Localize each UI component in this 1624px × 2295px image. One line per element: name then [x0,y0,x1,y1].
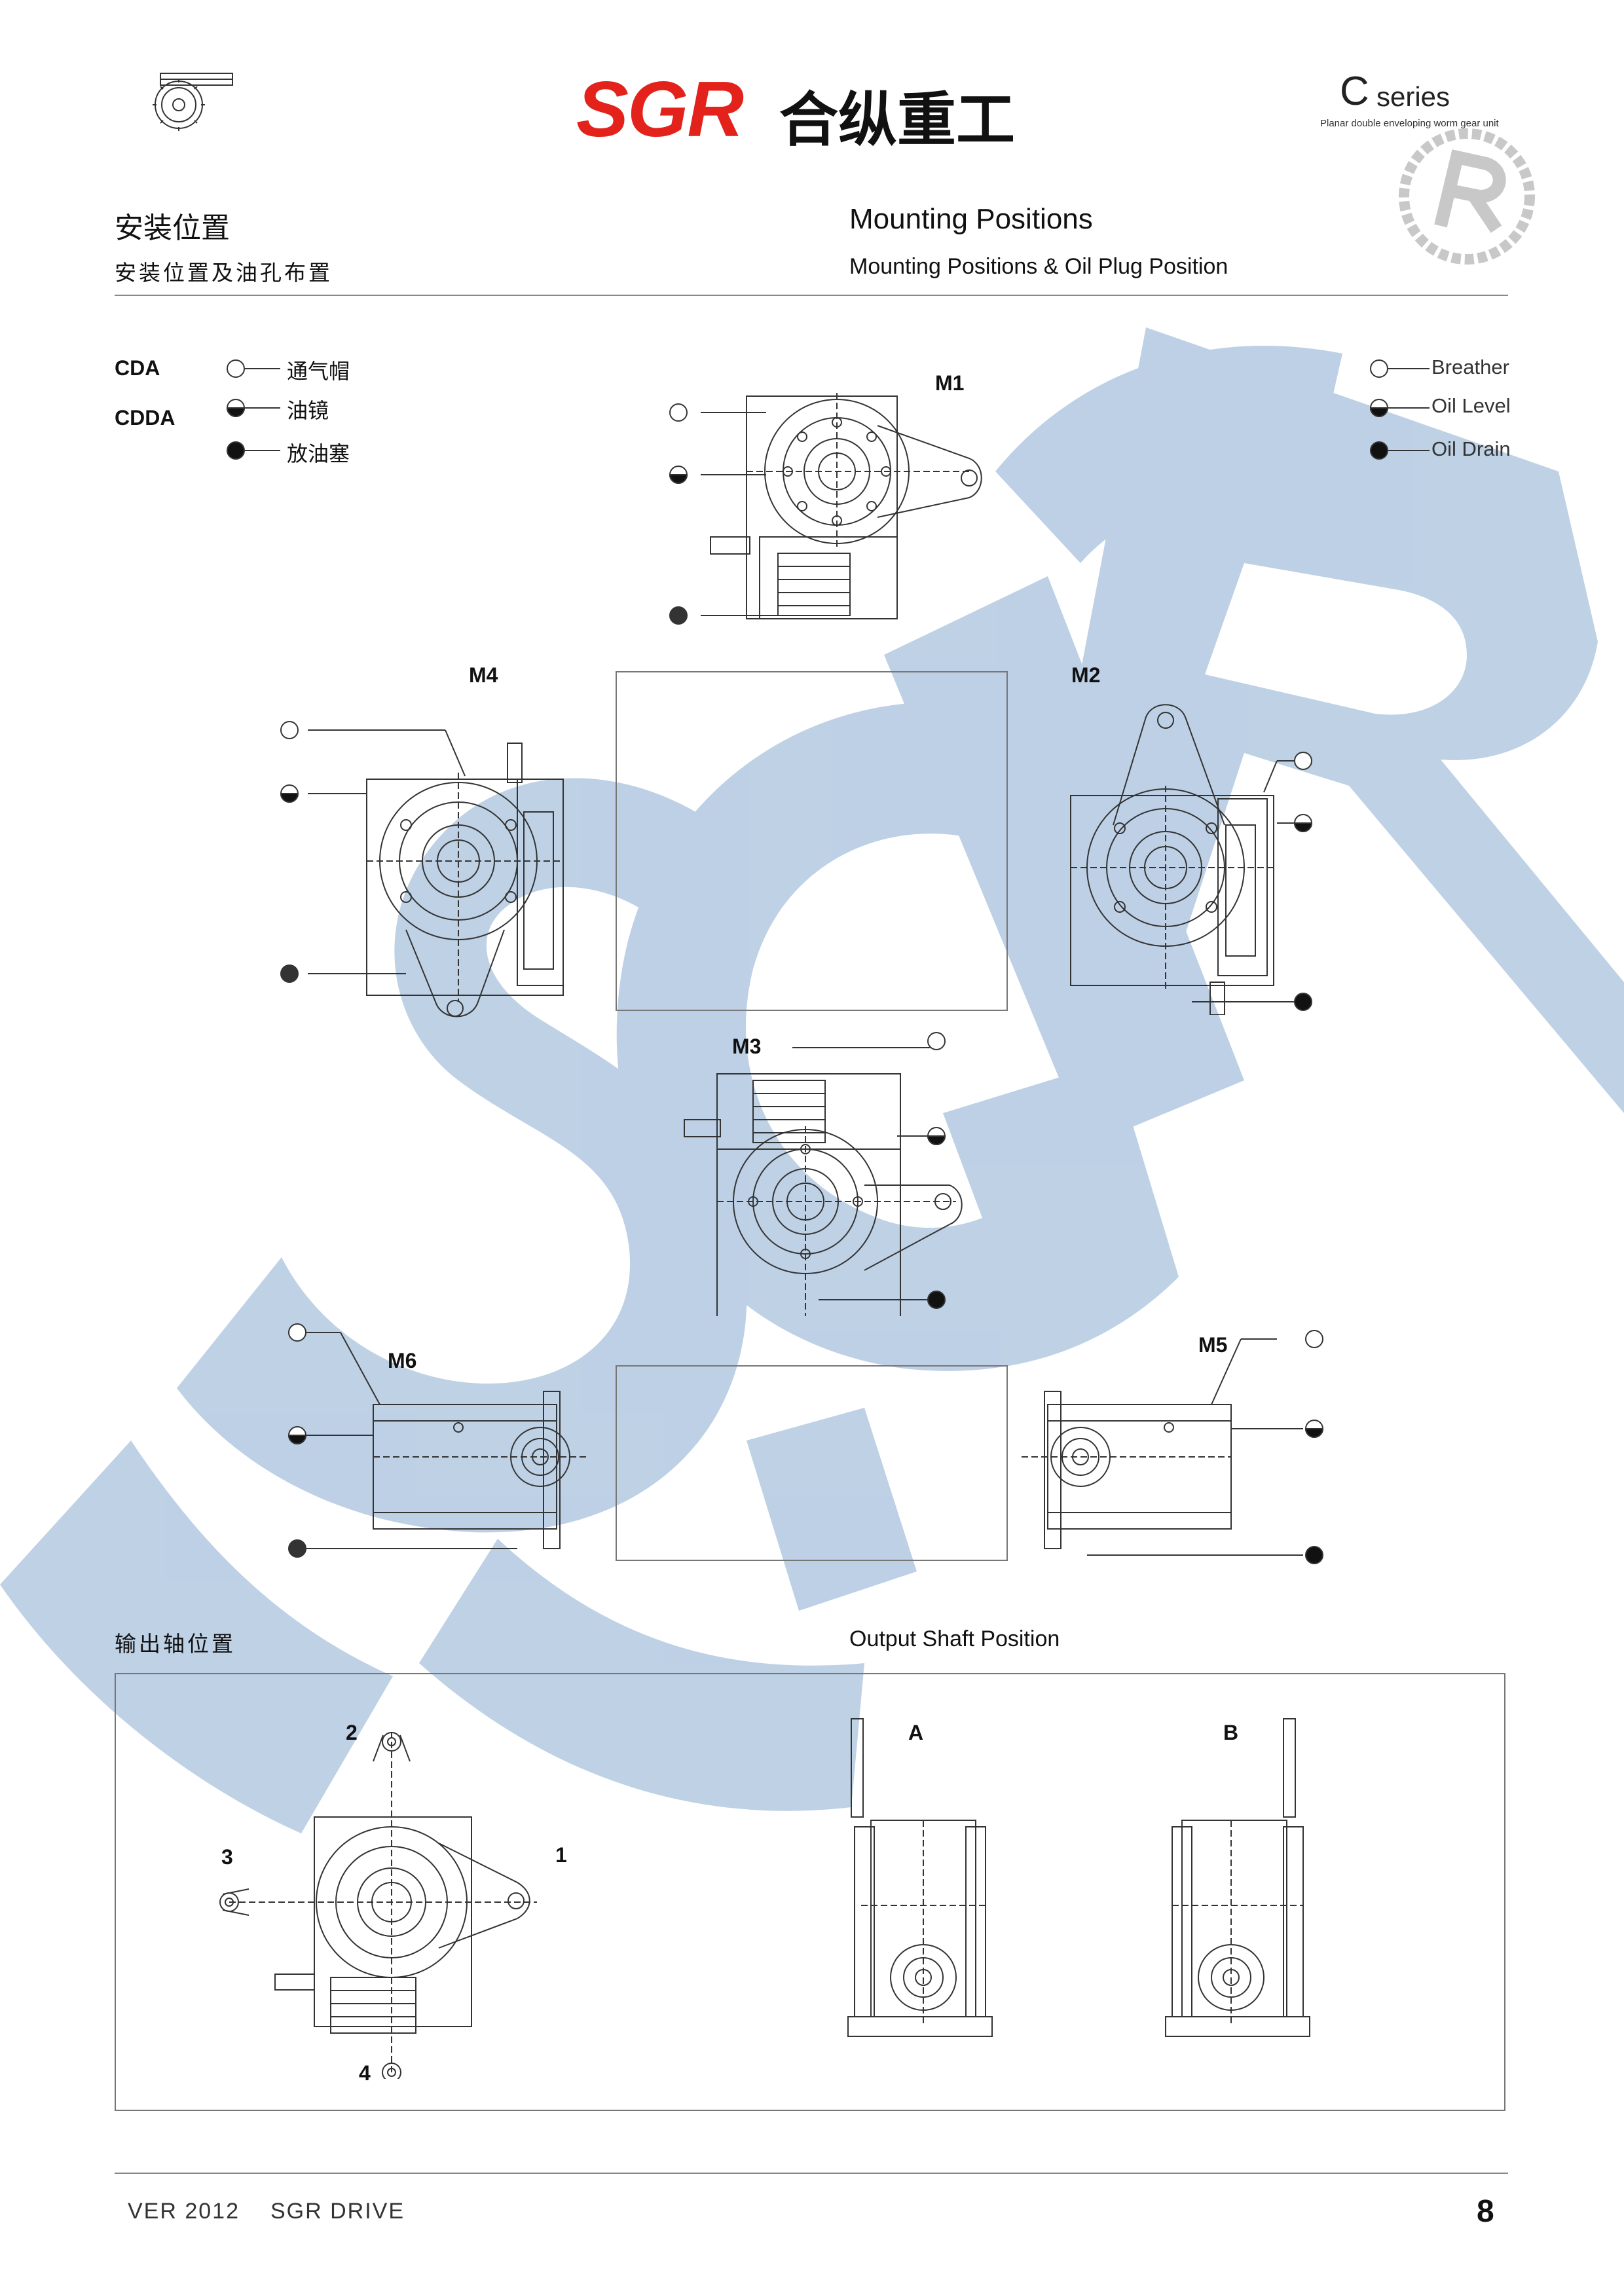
output-title-cn: 输出轴位置 [115,1631,236,1657]
brand-logo-sgr: SGR [576,65,744,153]
legend-breather-cn: 通气帽 [287,359,350,384]
footer-company: SGR DRIVE [270,2199,405,2224]
mounting-subtitle-en: Mounting Positions & Oil Plug Position [849,254,1228,279]
series-letter: C [1340,69,1369,114]
legend-symbols-en [1369,359,1430,460]
position-label-m3: M3 [732,1035,762,1058]
center-frame-upper [616,671,1008,1011]
model-label-cda: CDA [115,356,160,380]
mounting-title-en: Mounting Positions [849,203,1093,235]
drawing-output-shaft-positions [219,1732,537,2079]
legend-breather-en: Breather [1431,356,1509,378]
drawing-m2 [1070,704,1313,1015]
position-label-m5: M5 [1198,1333,1228,1357]
shaft-position-2: 2 [346,1721,358,1744]
center-frame-lower [616,1365,1008,1561]
footer-version: VER 2012 [128,2199,240,2224]
mounting-subtitle-cn: 安装位置及油孔布置 [115,260,333,285]
position-label-m6: M6 [388,1349,417,1372]
gear-icon [153,73,233,131]
drawing-m1 [669,393,982,625]
drawing-m4 [280,721,564,1018]
output-title-en: Output Shaft Position [849,1626,1060,1651]
drawing-m3 [684,1032,963,1316]
output-frame [115,1673,1505,2111]
legend-symbols-cn [226,359,280,460]
series-word: series [1376,81,1450,112]
view-label-a: A [908,1721,924,1744]
drawing-m6 [287,1323,589,1558]
position-label-m1: M1 [935,371,965,395]
legend-oil-level-en: Oil Level [1431,394,1511,417]
legend-oil-drain-en: Oil Drain [1431,437,1511,460]
shaft-position-4: 4 [359,2061,371,2085]
shaft-position-1: 1 [555,1843,567,1867]
mounting-title-cn: 安装位置 [115,211,230,245]
view-label-b: B [1223,1721,1239,1744]
page-number: 8 [1477,2194,1494,2229]
shaft-position-3: 3 [221,1845,233,1869]
position-label-m2: M2 [1071,663,1101,687]
registered-mark-icon [1399,128,1535,265]
drawing-m5 [1022,1330,1324,1564]
position-label-m4: M4 [469,663,498,687]
legend-oil-level-cn: 油镜 [287,398,329,423]
drawing-view-b [1165,1718,1310,2037]
model-label-cdda: CDDA [115,406,175,430]
series-subtitle: Planar double enveloping worm gear unit [1320,118,1499,129]
brand-logo-chinese: 合纵重工 [779,86,1015,155]
drawing-view-a [847,1718,993,2037]
legend-oil-drain-cn: 放油塞 [287,441,350,466]
header-divider [115,295,1508,296]
footer-divider [115,2173,1508,2174]
